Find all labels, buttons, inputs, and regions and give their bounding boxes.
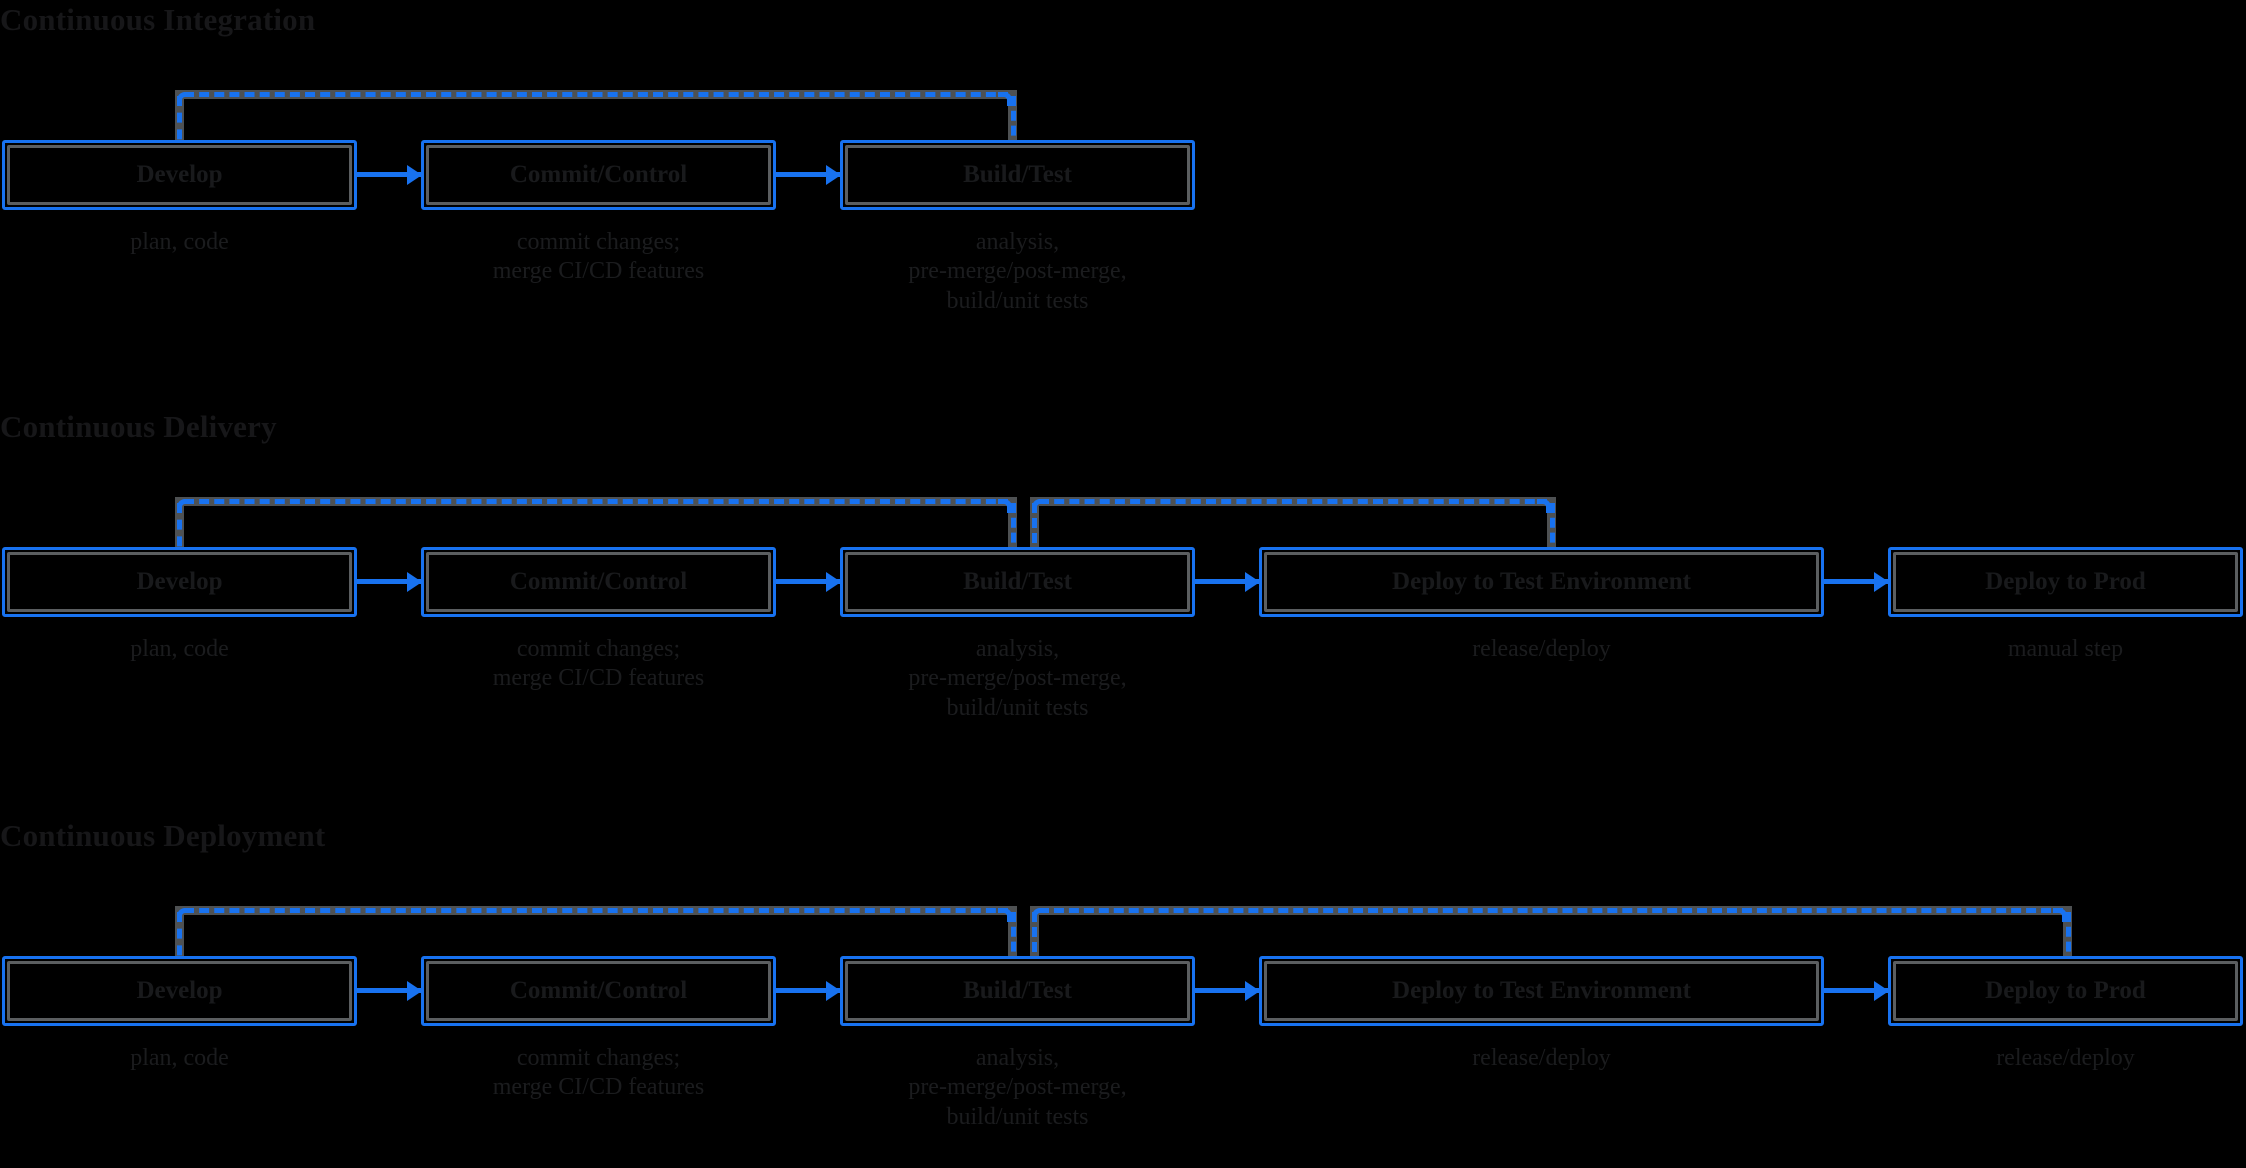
stage-label: Build/Test — [963, 977, 1072, 1005]
stage-label: Deploy to Prod — [1985, 568, 2146, 596]
stage-caption-deploy-test-env-cdp: release/deploy — [1472, 1045, 1611, 1071]
stage-box-deploy-prod-cdp[interactable]: Deploy to Prod — [1888, 956, 2243, 1026]
section-heading-continuous-integration: Continuous Integration — [0, 2, 316, 37]
stage-box-develop-ci[interactable]: Develop — [2, 140, 357, 210]
connector-arrow-4-cd — [1824, 571, 1904, 592]
connector-arrow-1-cd — [357, 571, 437, 592]
connector-arrow-4-cdp — [1824, 980, 1904, 1001]
stage-caption-commit-control-cd: commit changes; merge CI/CD features — [492, 636, 705, 692]
stage-label: Deploy to Test Environment — [1392, 977, 1691, 1005]
connector-arrow-2-cd — [776, 571, 856, 592]
stage-caption-build-test-ci: analysis, pre-merge/post-merge, build/un… — [908, 229, 1127, 314]
stage-caption-deploy-prod-cdp: release/deploy — [1996, 1045, 2135, 1071]
stage-box-commit-control-ci[interactable]: Commit/Control — [421, 140, 776, 210]
stage-caption-build-test-cd: analysis, pre-merge/post-merge, build/un… — [908, 636, 1127, 721]
connector-arrow-2-ci — [776, 164, 856, 185]
stage-label: Develop — [136, 161, 223, 189]
stage-box-build-test-cd[interactable]: Build/Test — [840, 547, 1195, 617]
stage-box-develop-cdp[interactable]: Develop — [2, 956, 357, 1026]
stage-box-deploy-prod-cd[interactable]: Deploy to Prod — [1888, 547, 2243, 617]
stage-caption-develop-ci: plan, code — [130, 229, 229, 255]
stage-label: Commit/Control — [509, 977, 688, 1005]
stage-label: Build/Test — [963, 568, 1072, 596]
connector-arrow-1-ci — [357, 164, 437, 185]
stage-caption-commit-control-cdp: commit changes; merge CI/CD features — [492, 1045, 705, 1101]
stage-label: Deploy to Test Environment — [1392, 568, 1691, 596]
connector-arrow-3-cd — [1195, 571, 1275, 592]
stage-box-deploy-test-env-cd[interactable]: Deploy to Test Environment — [1259, 547, 1824, 617]
stage-label: Commit/Control — [509, 568, 688, 596]
stage-box-commit-control-cd[interactable]: Commit/Control — [421, 547, 776, 617]
connector-arrow-1-cdp — [357, 980, 437, 1001]
stage-label: Develop — [136, 568, 223, 596]
stage-caption-develop-cdp: plan, code — [130, 1045, 229, 1071]
connector-arrow-2-cdp — [776, 980, 856, 1001]
stage-caption-commit-control-ci: commit changes; merge CI/CD features — [492, 229, 705, 285]
stage-box-build-test-ci[interactable]: Build/Test — [840, 140, 1195, 210]
stage-box-develop-cd[interactable]: Develop — [2, 547, 357, 617]
stage-label: Deploy to Prod — [1985, 977, 2146, 1005]
stage-box-build-test-cdp[interactable]: Build/Test — [840, 956, 1195, 1026]
section-heading-continuous-delivery: Continuous Delivery — [0, 409, 277, 444]
stage-box-deploy-test-env-cdp[interactable]: Deploy to Test Environment — [1259, 956, 1824, 1026]
stage-caption-build-test-cdp: analysis, pre-merge/post-merge, build/un… — [908, 1045, 1127, 1130]
connector-arrow-3-cdp — [1195, 980, 1275, 1001]
stage-box-commit-control-cdp[interactable]: Commit/Control — [421, 956, 776, 1026]
section-heading-continuous-deployment: Continuous Deployment — [0, 818, 326, 853]
stage-label: Build/Test — [963, 161, 1072, 189]
stage-label: Develop — [136, 977, 223, 1005]
stage-label: Commit/Control — [509, 161, 688, 189]
stage-caption-deploy-test-env-cd: release/deploy — [1472, 636, 1611, 662]
stage-caption-develop-cd: plan, code — [130, 636, 229, 662]
stage-caption-deploy-prod-cd: manual step — [2007, 636, 2124, 662]
